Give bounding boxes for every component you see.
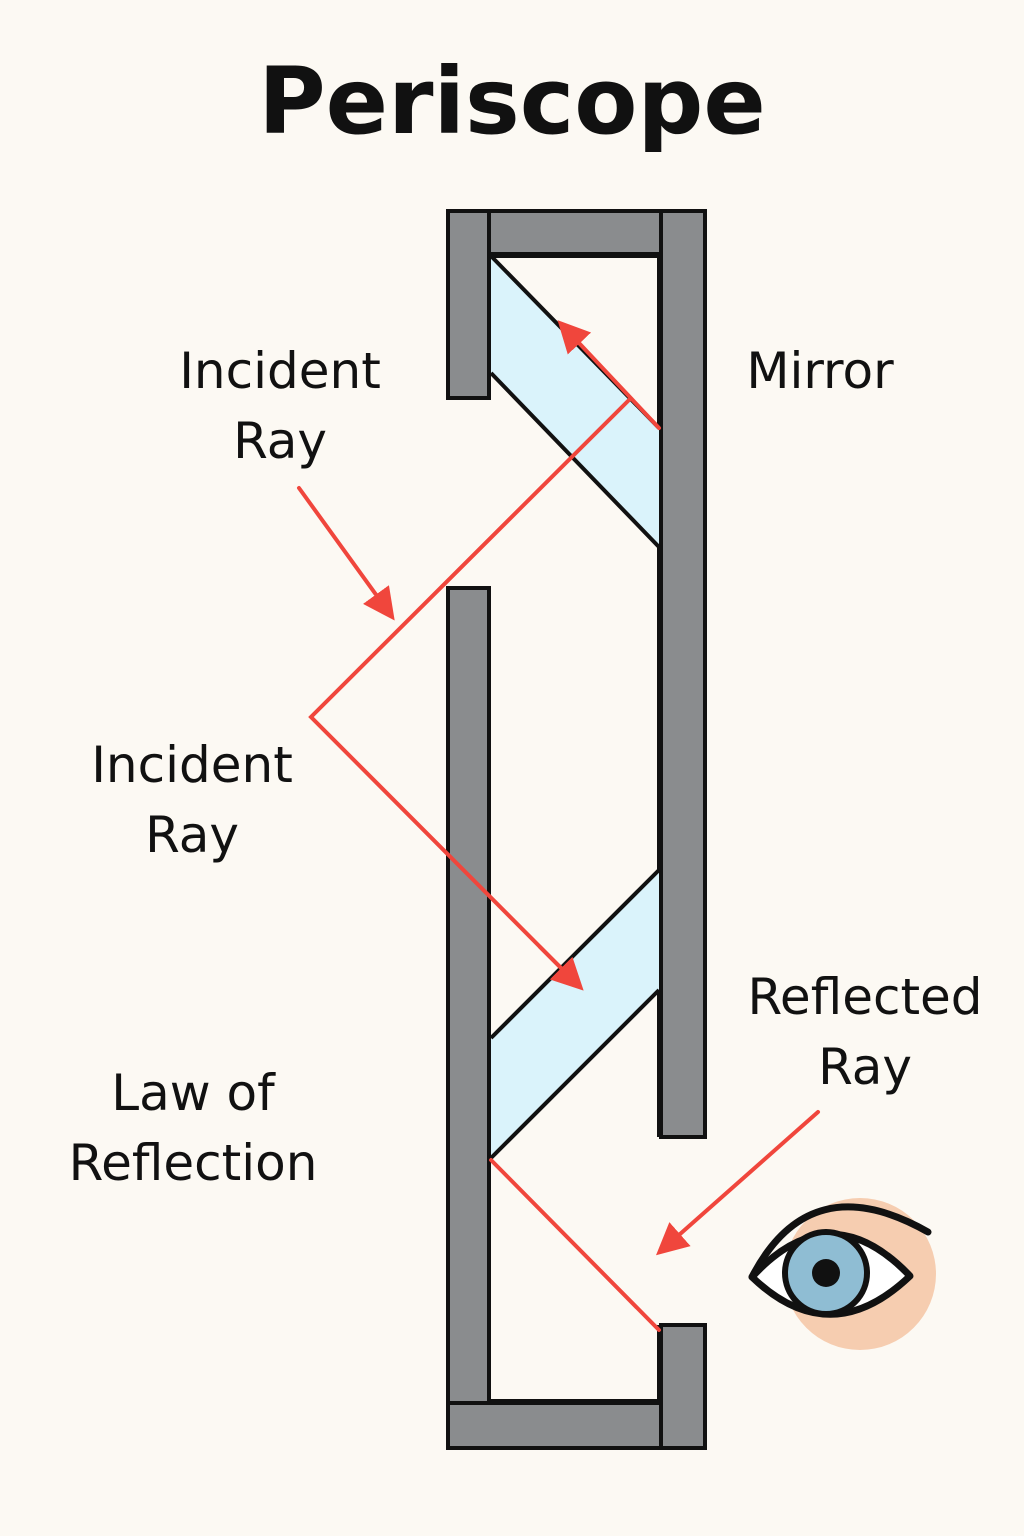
label-mirror: Mirror bbox=[746, 342, 894, 400]
right-wall bbox=[659, 209, 707, 1139]
label-law-of-reflection-line1: Law of bbox=[111, 1064, 275, 1122]
lower-right-wall bbox=[659, 1323, 707, 1450]
label-incident-ray-middle-line2: Ray bbox=[145, 806, 239, 864]
page-title: Periscope bbox=[258, 48, 766, 155]
upper-left-wall bbox=[446, 209, 491, 400]
label-reflected-ray-line1: Reflected bbox=[747, 968, 983, 1026]
label-reflected-ray: Reflected Ray bbox=[730, 962, 1000, 1102]
reflected-ray-pointer bbox=[656, 1110, 820, 1256]
eye-pupil bbox=[812, 1259, 840, 1287]
bottom-mirror bbox=[489, 868, 661, 1160]
pointer-arrows bbox=[297, 486, 820, 1256]
label-incident-ray-top-line2: Ray bbox=[233, 412, 327, 470]
lower-left-wall bbox=[446, 586, 491, 1450]
ray-arrowhead-bottom bbox=[538, 945, 584, 991]
label-incident-ray-top-line1: Incident bbox=[179, 342, 381, 400]
label-law-of-reflection: Law of Reflection bbox=[48, 1058, 338, 1198]
light-rays bbox=[308, 320, 661, 1332]
eye-lid-fold bbox=[748, 1203, 932, 1281]
ray-reflected-up-arrow bbox=[557, 320, 661, 430]
tube-inner-outline bbox=[487, 254, 661, 1403]
label-incident-ray-middle: Incident Ray bbox=[72, 730, 312, 870]
label-incident-ray-top: Incident Ray bbox=[160, 336, 400, 476]
eye-icon bbox=[748, 1198, 936, 1350]
label-incident-ray-middle-line1: Incident bbox=[91, 736, 293, 794]
label-reflected-ray-line2: Ray bbox=[818, 1038, 912, 1096]
label-law-of-reflection-line2: Reflection bbox=[68, 1134, 318, 1192]
periscope-tube bbox=[446, 209, 707, 1450]
ray-zigzag bbox=[308, 397, 632, 987]
incident-ray-pointer bbox=[297, 486, 395, 621]
ray-to-eye bbox=[489, 1158, 661, 1332]
